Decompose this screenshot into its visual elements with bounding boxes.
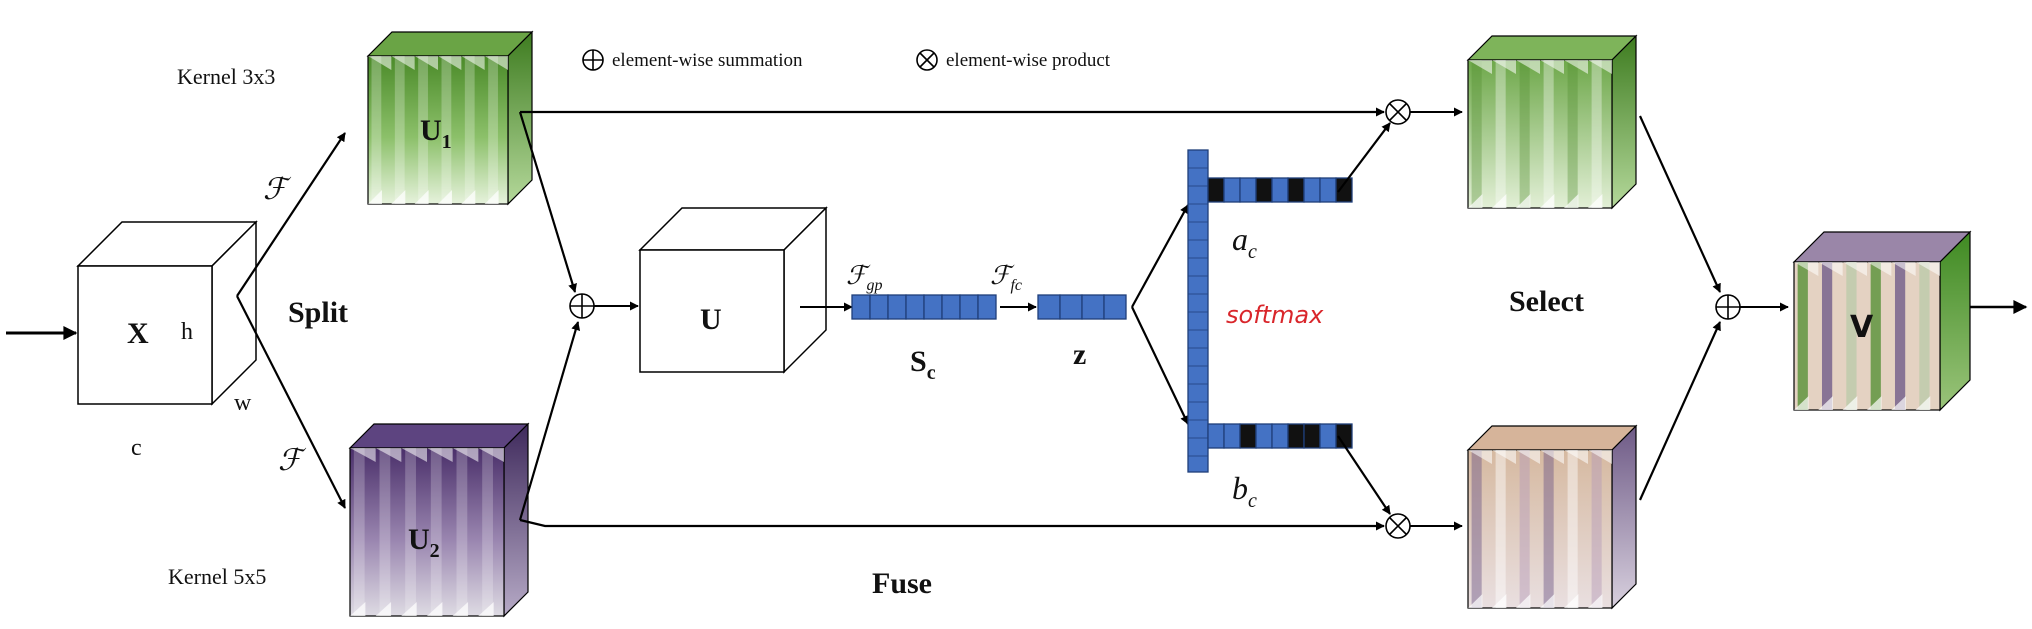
f-fc-label: ℱfc	[990, 261, 1022, 294]
product-node-a	[1385, 99, 1411, 125]
f-gp-label: ℱgp	[846, 261, 882, 294]
split-arrow-top	[236, 132, 346, 297]
fuse-arrow-u1	[518, 111, 577, 293]
input-x-label: X	[127, 317, 149, 350]
select-cube-top	[1466, 34, 1638, 210]
s-c-vector	[851, 294, 997, 320]
u1-cube: U1	[366, 30, 534, 206]
legend-sum-label: element-wise summation	[612, 50, 803, 71]
a-c-label: ac	[1232, 221, 1257, 263]
bc-to-product-arrow	[1337, 435, 1391, 515]
split-arrow-bottom	[236, 295, 346, 509]
v-cube: V	[1792, 230, 1972, 412]
z-to-lower-arrow	[1131, 306, 1189, 425]
z-vector	[1037, 294, 1127, 320]
split-label: Split	[288, 296, 348, 329]
input-c-label: c	[131, 435, 142, 461]
f-top-label: ℱ	[263, 173, 292, 206]
b-c-label: bc	[1232, 470, 1257, 512]
select-label: Select	[1509, 285, 1584, 318]
b-c-vector	[1207, 423, 1353, 449]
softmax-bar	[1187, 149, 1209, 473]
input-cube-x: X h w c	[76, 220, 258, 461]
product-node-b	[1385, 513, 1411, 539]
z-to-upper-arrow	[1131, 204, 1189, 308]
legend-product-label: element-wise product	[946, 50, 1111, 71]
input-w-label: w	[234, 390, 252, 416]
select-cube-bottom	[1466, 424, 1638, 610]
kernel-3x3-label: Kernel 3x3	[177, 64, 275, 89]
sum-icon	[582, 49, 604, 71]
legend: element-wise summation element-wise prod…	[582, 49, 1111, 71]
product-icon	[916, 49, 938, 71]
u1-label: U1	[420, 114, 452, 153]
final-sum-node	[1715, 294, 1741, 320]
fuse-label: Fuse	[872, 567, 932, 600]
u-cube: U	[638, 206, 828, 374]
u-label: U	[700, 303, 722, 336]
fuse-sum-node	[569, 293, 595, 319]
select-bottom-to-sum-arrow	[1638, 321, 1722, 501]
u2-label: U2	[408, 523, 440, 562]
softmax-label: softmax	[1226, 301, 1324, 329]
f-bottom-label: ℱ	[278, 444, 307, 477]
a-c-vector	[1207, 177, 1353, 203]
u2-to-product-line	[519, 518, 1385, 531]
kernel-5x5-label: Kernel 5x5	[168, 564, 266, 589]
ac-to-product-arrow	[1337, 122, 1391, 193]
input-h-label: h	[181, 319, 193, 345]
v-label: V	[1850, 310, 1874, 345]
fuse-arrow-u2	[518, 321, 581, 521]
z-label: z	[1073, 338, 1086, 371]
u2-cube: U2	[348, 422, 530, 618]
s-c-label: Sc	[910, 345, 936, 384]
select-top-to-sum-arrow	[1638, 115, 1722, 293]
